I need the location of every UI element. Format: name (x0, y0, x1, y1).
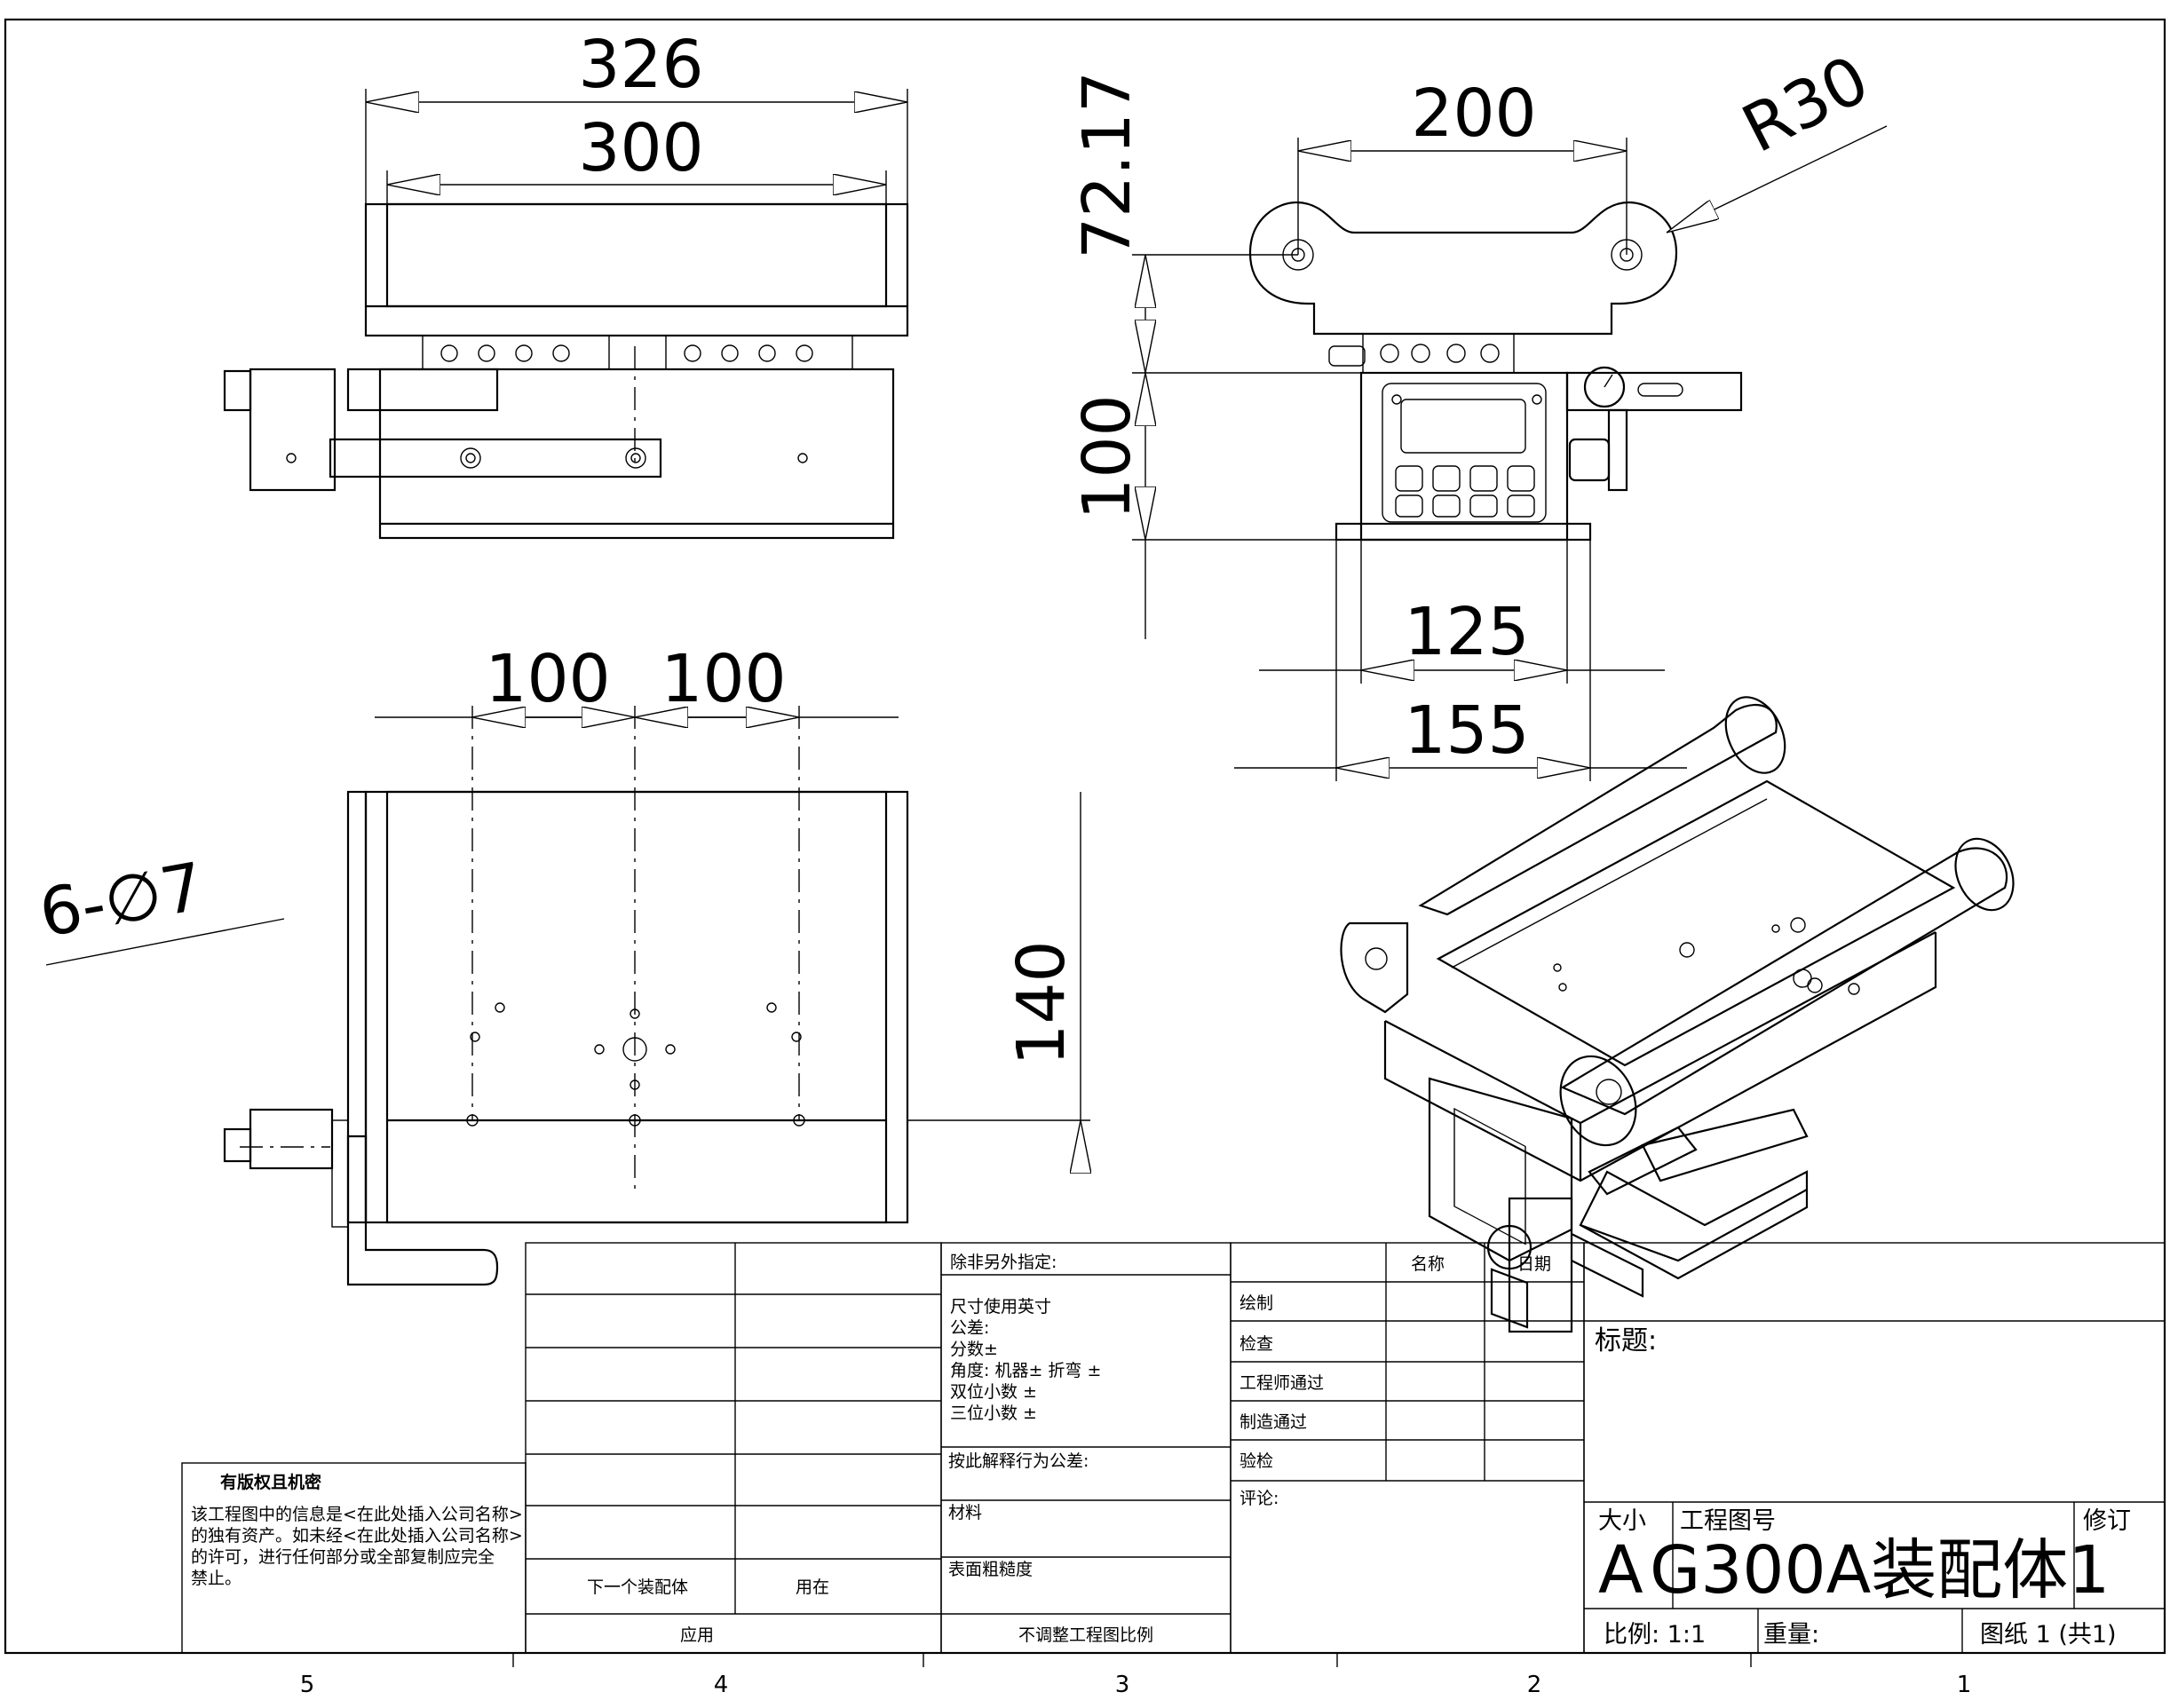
iso-roller-front (1560, 847, 2008, 1116)
dim-100-height-text: 100 (1069, 394, 1145, 519)
used-on-label: 用在 (796, 1578, 829, 1597)
eng-approval-label: 工程师通过 (1239, 1373, 1324, 1393)
dims-in-inches: 尺寸使用英寸 (950, 1297, 1051, 1317)
proprietary-line-4: 禁止。 (191, 1569, 242, 1588)
size-label: 大小 (1598, 1507, 1646, 1535)
col-name: 名称 (1411, 1254, 1445, 1274)
iso-deck (1436, 779, 1956, 1067)
zone-3: 3 (1115, 1672, 1130, 1698)
dim-125-text: 125 (1404, 594, 1529, 670)
dim-100-left-text: 100 (485, 641, 610, 717)
dim-326-text: 326 (578, 27, 703, 103)
dim-r30-text: R30 (1730, 41, 1881, 168)
proprietary-title: 有版权且机密 (220, 1472, 321, 1492)
title-label: 标题: (1595, 1325, 1657, 1356)
isometric-view (1340, 696, 2015, 1333)
side-view-display (1400, 399, 1526, 454)
rev-label: 修订 (2083, 1507, 2131, 1535)
zone-2: 2 (1527, 1672, 1542, 1698)
dim-200-text: 200 (1411, 75, 1536, 152)
iso-controller (1428, 1077, 1573, 1262)
dim-72-17: 72.17 (1069, 71, 1361, 374)
dim-100-right-text: 100 (661, 641, 786, 717)
dwg-no-label: 工程图号 (1680, 1507, 1776, 1535)
two-decimal-tolerance: 双位小数 ± (950, 1382, 1037, 1402)
dim-r30: R30 (1667, 41, 1888, 233)
unless-specified: 除非另外指定: (950, 1253, 1057, 1272)
fraction-tolerance: 分数± (950, 1340, 998, 1359)
zone-4: 4 (714, 1672, 729, 1698)
top-view-body (378, 368, 895, 540)
top-view-plate (364, 202, 909, 337)
weight-label: 重量: (1763, 1621, 1819, 1649)
top-view-handle (346, 368, 499, 412)
side-view (1248, 201, 1743, 542)
dim-200: 200 (1297, 75, 1628, 255)
plan-view-plate (364, 790, 909, 1224)
dim-72-17-text: 72.17 (1069, 71, 1145, 259)
top-view-motor (249, 368, 337, 492)
side-view-gauge (1583, 366, 1626, 408)
dim-140-text: 140 (1003, 940, 1080, 1065)
col-date: 日期 (1517, 1254, 1551, 1274)
proprietary-line-1: 该工程图中的信息是<在此处插入公司名称> (191, 1505, 523, 1524)
zone-strip: 5 4 3 2 1 (300, 1653, 1972, 1698)
dim-300: 300 (386, 110, 887, 204)
qa-label: 验检 (1239, 1451, 1273, 1471)
sheet-count: 图纸 1 (共1) (1980, 1621, 2117, 1649)
iso-frame-left (1340, 921, 1409, 1014)
dim-155: 155 (1234, 540, 1687, 781)
top-view (223, 202, 909, 540)
side-view-sensor (1568, 438, 1611, 482)
dim-140: 140 (907, 792, 1090, 1172)
top-view-clamps (422, 335, 853, 370)
checked-label: 检查 (1239, 1334, 1273, 1354)
scale-value: 比例: 1:1 (1604, 1621, 1706, 1649)
dim-125: 125 (1259, 540, 1665, 684)
hole-callout: 6-∅7 (34, 849, 285, 966)
dim-100-right: 100 (635, 641, 799, 717)
top-view-arm (329, 438, 662, 478)
mfg-approval-label: 制造通过 (1239, 1412, 1307, 1432)
plan-view-motor (249, 1108, 334, 1170)
iso-arm (1579, 1170, 1809, 1280)
sheet-border (4, 18, 2166, 1655)
dim-326: 326 (365, 27, 908, 204)
iso-bracket (1588, 1126, 1698, 1196)
three-decimal-tolerance: 三位小数 ± (950, 1404, 1037, 1423)
hole-callout-text: 6-∅7 (34, 849, 209, 953)
interpret-tolerance: 按此解释行为公差: (948, 1451, 1089, 1471)
side-view-keypad (1395, 465, 1535, 518)
proprietary-line-3: 的许可，进行任何部分或全部复制应完全 (191, 1547, 495, 1567)
next-assembly-label: 下一个装配体 (587, 1578, 688, 1597)
iso-holes (1553, 917, 1860, 995)
zone-5: 5 (300, 1672, 315, 1698)
material-label: 材料 (948, 1503, 982, 1522)
side-view-roller-frame (1248, 201, 1678, 336)
proprietary-line-2: 的独有资产。如未经<在此处插入公司名称> (191, 1526, 523, 1546)
finish-label: 表面粗糙度 (948, 1560, 1033, 1579)
application-label: 应用 (680, 1625, 714, 1645)
angle-tolerance: 角度: 机器± 折弯 ± (950, 1361, 1101, 1380)
dim-155-text: 155 (1404, 692, 1529, 769)
zone-1: 1 (1957, 1672, 1972, 1698)
top-view-roller (385, 202, 888, 308)
comments-label: 评论: (1239, 1489, 1279, 1508)
size-value: A (1598, 1532, 1643, 1609)
dim-100-height: 100 (1069, 373, 1336, 639)
dim-100-left: 100 (375, 641, 899, 717)
plan-view-bracket (346, 1135, 499, 1286)
side-view-clamps (1328, 333, 1515, 374)
tolerance-label: 公差: (950, 1318, 989, 1338)
drawn-label: 绘制 (1239, 1293, 1273, 1313)
drawing-number: G300A装配体1 (1650, 1532, 2110, 1609)
plan-view (223, 706, 909, 1286)
no-scale-label: 不调整工程图比例 (1018, 1625, 1153, 1645)
plan-view-holes (466, 1002, 805, 1127)
title-block: 有版权且机密 该工程图中的信息是<在此处插入公司名称> 的独有资产。如未经<在此… (181, 1242, 2166, 1654)
side-view-arm (1565, 371, 1743, 412)
plan-view-handle (346, 790, 368, 1224)
dim-300-text: 300 (578, 110, 703, 186)
